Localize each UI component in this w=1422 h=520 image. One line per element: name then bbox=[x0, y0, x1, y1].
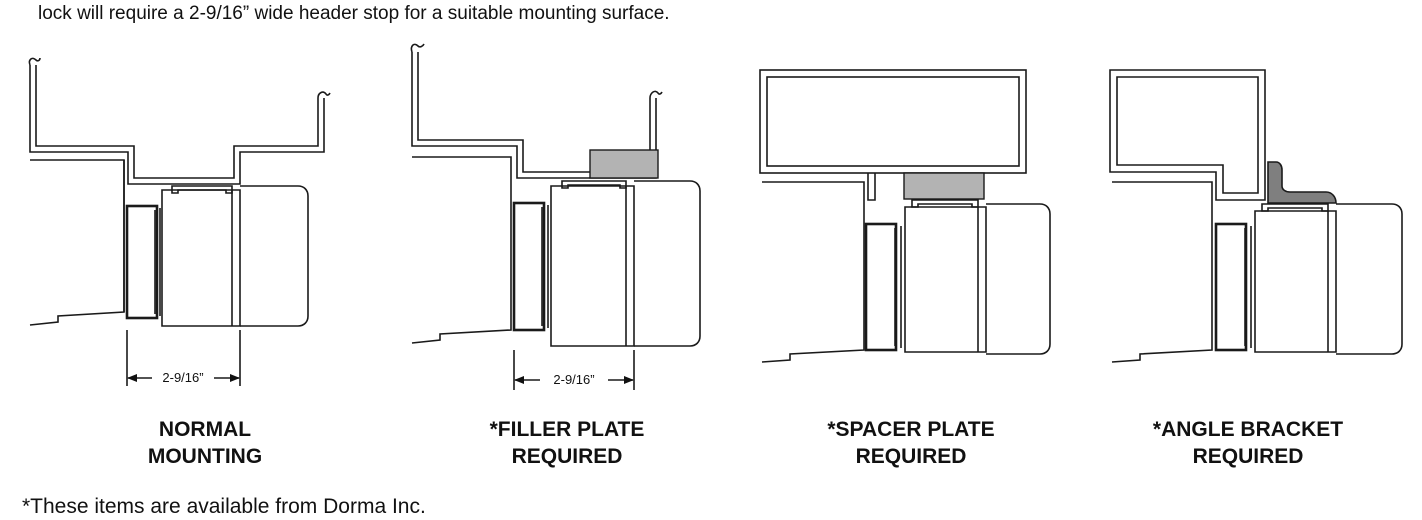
door-leaf bbox=[1336, 203, 1403, 355]
panel-filler-plate: 2-9/16” bbox=[410, 43, 701, 390]
door-frame bbox=[761, 181, 865, 363]
header-channel bbox=[28, 57, 331, 185]
dimension-line bbox=[513, 350, 635, 390]
caption-line: REQUIRED bbox=[1192, 445, 1304, 468]
panel-spacer-plate bbox=[759, 69, 1051, 363]
magnet-body bbox=[1254, 203, 1337, 353]
magnet-body bbox=[904, 199, 987, 353]
magnet-body bbox=[161, 185, 241, 327]
panel-angle-bracket bbox=[1109, 69, 1403, 363]
door-leaf bbox=[240, 185, 309, 327]
caption-normal-mounting: NORMAL MOUNTING bbox=[75, 416, 335, 470]
filler-plate bbox=[589, 149, 659, 179]
dimension-line bbox=[126, 330, 241, 386]
door-frame bbox=[1111, 181, 1213, 363]
door-frame bbox=[29, 159, 125, 326]
door-frame bbox=[411, 156, 512, 344]
panel-normal-mounting: 2-9/16” bbox=[28, 57, 331, 386]
door-leaf bbox=[986, 203, 1051, 355]
magnet-body bbox=[550, 180, 635, 347]
armature bbox=[864, 222, 902, 352]
caption-line: *SPACER PLATE bbox=[827, 418, 995, 441]
caption-angle-bracket: *ANGLE BRACKET REQUIRED bbox=[1118, 416, 1378, 470]
caption-line: *ANGLE BRACKET bbox=[1152, 418, 1344, 441]
footnote-text: *These items are available from Dorma In… bbox=[22, 495, 426, 518]
caption-filler-plate: *FILLER PLATE REQUIRED bbox=[437, 416, 697, 470]
caption-line: NORMAL bbox=[158, 418, 252, 441]
caption-line: MOUNTING bbox=[147, 445, 263, 468]
armature bbox=[125, 204, 161, 320]
spacer-plate bbox=[903, 172, 985, 200]
armature bbox=[512, 201, 549, 332]
armature bbox=[1214, 222, 1252, 352]
header-tube bbox=[1109, 69, 1266, 201]
dimension-label: 2-9/16” bbox=[553, 372, 594, 387]
caption-spacer-plate: *SPACER PLATE REQUIRED bbox=[781, 416, 1041, 470]
intro-text: lock will require a 2-9/16” wide header … bbox=[38, 3, 670, 24]
angle-bracket bbox=[1267, 161, 1337, 204]
caption-line: *FILLER PLATE bbox=[489, 418, 645, 441]
header-tube bbox=[759, 69, 1027, 201]
door-leaf bbox=[634, 180, 701, 347]
dimension-label: 2-9/16” bbox=[162, 370, 203, 385]
caption-line: REQUIRED bbox=[511, 445, 623, 468]
caption-line: REQUIRED bbox=[855, 445, 967, 468]
